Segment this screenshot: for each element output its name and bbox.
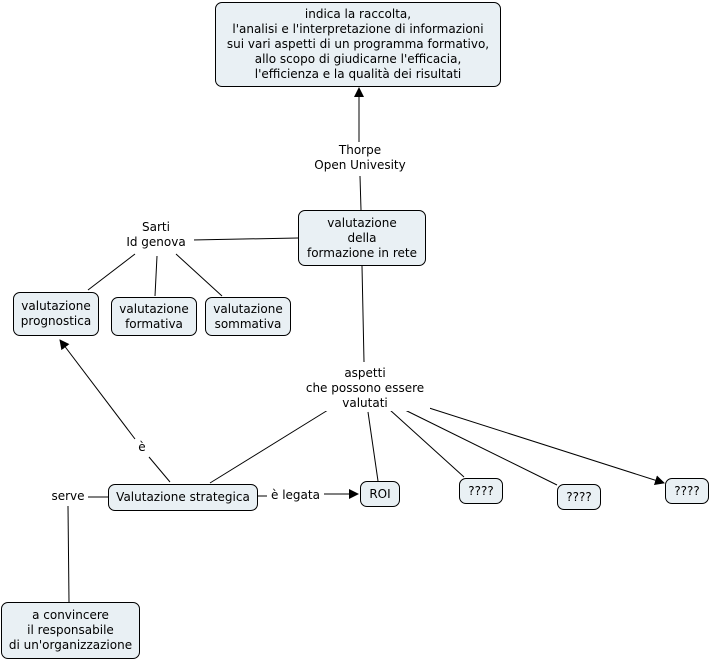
link-sarti-to-prognostica xyxy=(87,253,136,291)
link-aspetti-to-unknown3 xyxy=(425,406,665,486)
linking-phrase-aspetti: aspetti che possono essere valutati xyxy=(300,366,430,411)
concept-formativa[interactable]: valutazione formativa xyxy=(111,297,197,336)
concept-definition[interactable]: indica la raccolta, l'analisi e l'interp… xyxy=(215,2,501,87)
linking-phrase-e: è xyxy=(134,440,150,455)
link-aspetti-to-roi xyxy=(367,411,379,482)
linking-phrase-thorpe: Thorpe Open Univesity xyxy=(305,143,415,173)
link-strategica-to-e xyxy=(148,456,171,483)
concept-sommativa[interactable]: valutazione sommativa xyxy=(205,297,291,336)
link-serve-to-convincere xyxy=(67,505,70,603)
link-e-to-prognostica xyxy=(59,339,136,440)
link-main-to-thorpe xyxy=(359,175,362,211)
concept-convincere[interactable]: a convincere il responsabile di un'organ… xyxy=(1,602,140,659)
concept-unknown-1[interactable]: ???? xyxy=(459,478,503,504)
link-main-to-sarti xyxy=(191,237,299,241)
concept-roi[interactable]: ROI xyxy=(360,481,400,507)
linking-phrase-sarti: Sarti Id genova xyxy=(118,220,194,250)
concept-unknown-2[interactable]: ???? xyxy=(557,484,601,510)
concept-strategica[interactable]: Valutazione strategica xyxy=(108,484,258,511)
linking-phrase-serve: serve xyxy=(48,489,88,504)
link-aspetti-to-unknown1 xyxy=(389,409,465,478)
concept-main[interactable]: valutazione della formazione in rete xyxy=(298,210,426,266)
link-sarti-to-formativa xyxy=(154,255,158,297)
link-aspetti-to-unknown2 xyxy=(404,409,558,486)
link-aspetti-to-strategica xyxy=(209,409,329,484)
linking-phrase-e-legata: è legata xyxy=(267,488,324,503)
link-main-to-aspetti xyxy=(361,265,365,363)
link-sarti-to-sommativa xyxy=(175,253,223,297)
concept-prognostica[interactable]: valutazione prognostica xyxy=(13,292,99,336)
concept-unknown-3[interactable]: ???? xyxy=(665,478,709,504)
